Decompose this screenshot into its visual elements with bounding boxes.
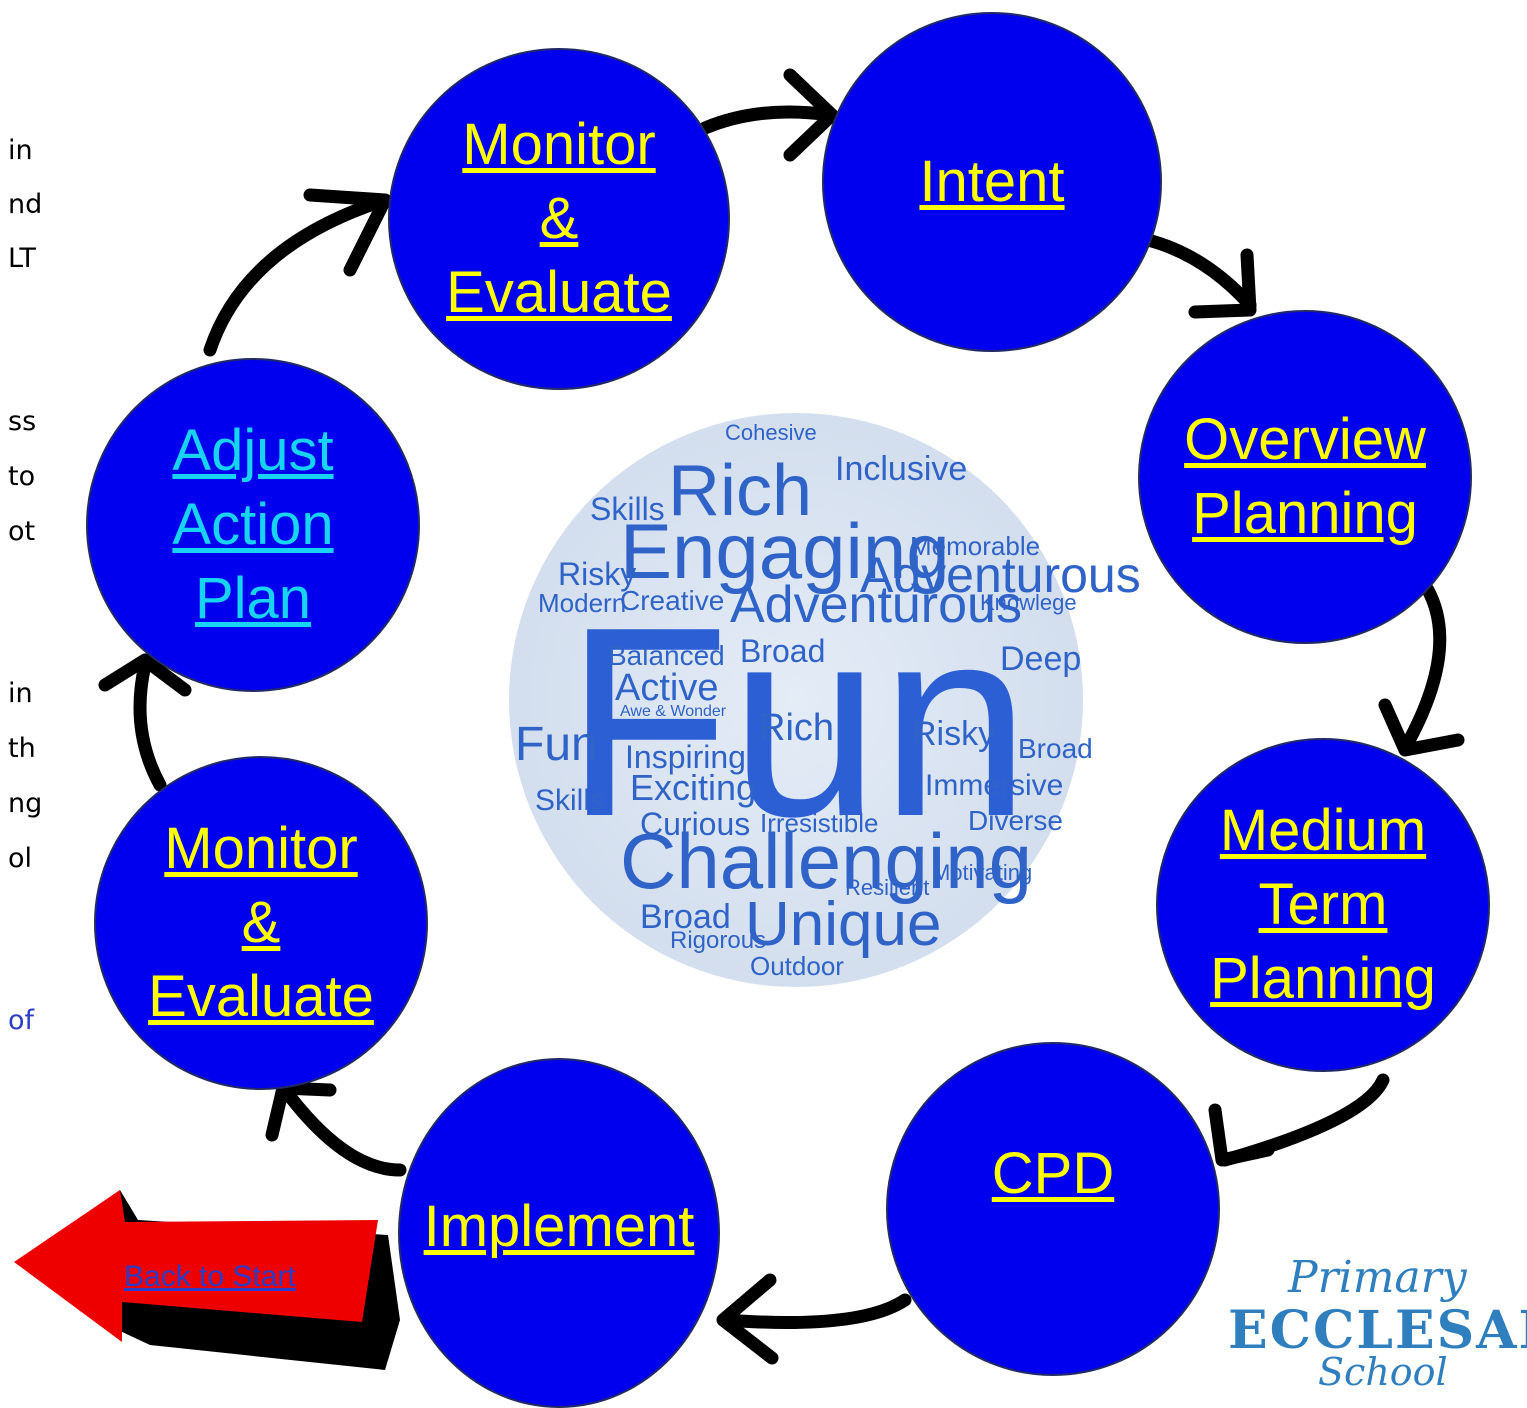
node-medium-term-planning-line2[interactable]: Term: [1258, 872, 1388, 937]
cloud-word-broad3: Broad: [640, 898, 731, 936]
cloud-word-risky2: Risky: [912, 715, 995, 753]
arrow-cpd-to-implement: [718, 1293, 912, 1329]
cloud-word-engaging: Engaging: [620, 507, 950, 595]
arrow-overview-to-medium-head: [1378, 698, 1465, 757]
cloud-word-awe: Awe & Wonder: [620, 703, 727, 720]
cloud-word-risky: Risky: [558, 556, 636, 592]
arrow-monitor-to-intent-head: [783, 68, 839, 162]
node-overview-planning-line2[interactable]: Planning: [1192, 481, 1418, 546]
node-adjust-action-plan-line1[interactable]: Adjust: [172, 418, 334, 483]
node-intent-label[interactable]: Intent: [919, 149, 1065, 214]
cloud-word-curious: Curious: [640, 806, 750, 842]
cloud-word-challenging: Challenging: [620, 817, 1032, 905]
cloud-word-unique: Unique: [745, 890, 941, 959]
arrow-intent-to-overview-head: [1188, 248, 1257, 319]
left-text-fragment: in: [8, 135, 33, 166]
cloud-word-broad: Broad: [1018, 733, 1093, 764]
node-monitor-evaluate-bottom[interactable]: Monitor & Evaluate: [94, 756, 428, 1090]
arrow-monitor-to-adjust-head: [98, 653, 192, 697]
arrow-cpd-to-implement-head: [716, 1273, 779, 1365]
node-monitor-evaluate-bottom-line1[interactable]: Monitor: [164, 816, 358, 881]
cloud-word-rich: Rich: [668, 451, 812, 531]
cloud-word-outdoor: Outdoor: [750, 951, 844, 981]
node-medium-term-planning[interactable]: Medium Term Planning: [1156, 738, 1490, 1072]
node-monitor-evaluate-top-line2[interactable]: &: [539, 186, 579, 251]
logo-school-text: School: [1318, 1350, 1448, 1394]
left-text-fragment: ss: [8, 406, 37, 437]
cloud-word-fun2: Fun: [515, 718, 598, 771]
arrow-intent-to-overview: [1141, 233, 1257, 312]
node-monitor-evaluate-top-line1[interactable]: Monitor: [462, 112, 656, 177]
logo-primary-text: Primary: [1288, 1252, 1467, 1303]
left-text-fragment: LT: [8, 243, 36, 274]
cloud-word-modern: Modern: [538, 588, 626, 618]
cloud-word-rigorous: Rigorous: [670, 927, 766, 954]
left-text-fragment: to: [8, 461, 36, 492]
left-text-fragment: of: [8, 1005, 35, 1036]
cloud-word-skills: Skills: [590, 491, 665, 527]
cloud-word-active: Active: [615, 667, 718, 709]
left-text-fragment: th: [8, 733, 36, 764]
arrow-monitor-to-intent: [698, 105, 837, 135]
cloud-word-inclusive: Inclusive: [835, 450, 967, 488]
cloud-word-deep: Deep: [1000, 640, 1081, 678]
cloud-word-fun: Fun: [565, 572, 1030, 873]
cloud-word-exciting: Exciting: [630, 767, 756, 808]
node-adjust-action-plan-line2[interactable]: Action: [172, 492, 334, 557]
node-cpd-label[interactable]: CPD: [991, 1141, 1115, 1206]
arrow-adjust-to-monitor-head: [303, 188, 392, 277]
left-text-fragment: ol: [8, 843, 33, 874]
back-arrow-fill: [14, 1190, 378, 1342]
arrow-monitor-to-adjust: [133, 658, 167, 792]
word-cloud-background: [509, 413, 1083, 987]
node-adjust-action-plan[interactable]: Adjust Action Plan: [86, 358, 420, 692]
node-implement-label[interactable]: Implement: [423, 1194, 695, 1259]
cloud-word-skills2: Skills: [535, 784, 605, 817]
cloud-word-knowlege: Knowlege: [980, 590, 1077, 615]
cloud-word-adventurous2: Adventurous: [860, 547, 1141, 603]
cloud-word-memorable: Memorable: [910, 531, 1040, 561]
cloud-word-motivating: Motivating: [932, 860, 1032, 885]
node-implement[interactable]: Implement: [398, 1058, 720, 1408]
node-medium-term-planning-line3[interactable]: Planning: [1210, 946, 1436, 1011]
left-text-fragment: in: [8, 678, 33, 709]
node-monitor-evaluate-top[interactable]: Monitor & Evaluate: [388, 48, 730, 390]
cloud-word-broad2: Broad: [740, 633, 825, 669]
node-monitor-evaluate-bottom-line3[interactable]: Evaluate: [148, 964, 374, 1029]
left-text-fragment: nd: [8, 189, 43, 220]
node-overview-planning-line1[interactable]: Overview: [1184, 407, 1426, 472]
node-monitor-evaluate-top-line3[interactable]: Evaluate: [446, 260, 672, 325]
cloud-word-irresistible: Irresistible: [760, 808, 878, 838]
node-intent[interactable]: Intent: [822, 12, 1162, 352]
cloud-word-inspiring: Inspiring: [625, 739, 746, 775]
arrow-implement-to-monitor: [278, 1083, 407, 1177]
arrow-overview-to-medium: [1398, 583, 1447, 755]
arrow-medium-to-cpd-head: [1208, 1103, 1275, 1167]
cloud-word-diverse: Diverse: [968, 805, 1063, 836]
node-medium-term-planning-line1[interactable]: Medium: [1219, 798, 1427, 863]
back-to-start-link[interactable]: Back to Start: [124, 1260, 296, 1293]
cloud-word-cohesive: Cohesive: [725, 420, 817, 445]
logo-ecclesall-text: ECCLESALL: [1228, 1300, 1527, 1361]
left-text-fragment: ot: [8, 516, 36, 547]
back-arrow-shape[interactable]: [14, 1190, 400, 1370]
cloud-word-immersive: Immersive: [925, 769, 1063, 802]
node-cpd[interactable]: CPD: [886, 1042, 1220, 1376]
cloud-word-rich2: Rich: [758, 707, 834, 749]
node-overview-planning[interactable]: Overview Planning: [1138, 310, 1472, 644]
left-text-fragment: ng: [8, 788, 43, 819]
node-adjust-action-plan-line3[interactable]: Plan: [194, 566, 312, 631]
cloud-word-creative: Creative: [620, 585, 724, 616]
cycle-arrows: [98, 68, 1465, 1365]
word-cloud: Rich Engaging Adventurous Fun Challengin…: [509, 413, 1141, 987]
cloud-word-adventurous: Adventurous: [730, 576, 1022, 634]
cloud-word-balanced: Balanced: [608, 640, 725, 671]
node-monitor-evaluate-bottom-line2[interactable]: &: [241, 890, 281, 955]
cloud-word-resilient: Resilient: [845, 875, 929, 900]
arrow-adjust-to-monitor: [203, 193, 392, 357]
